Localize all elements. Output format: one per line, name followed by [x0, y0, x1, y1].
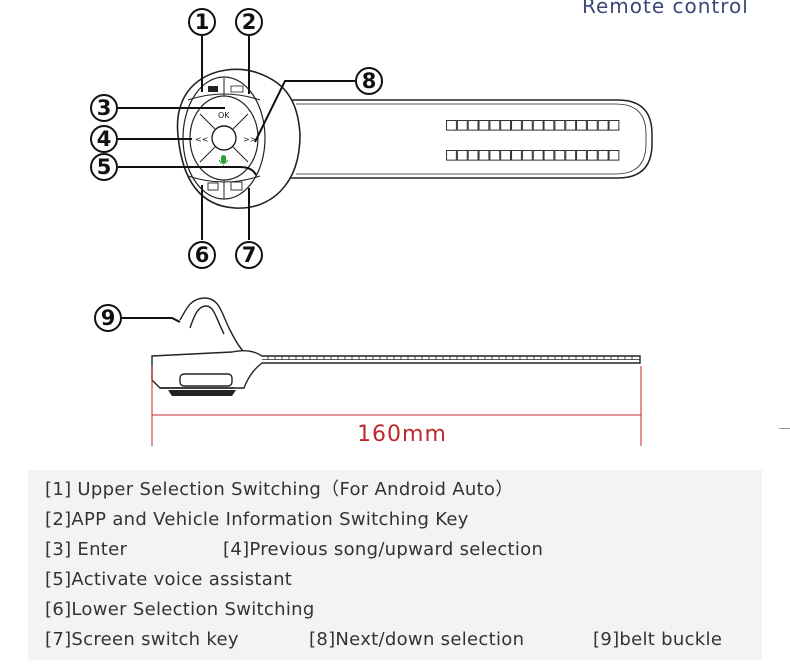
- edge-marker: [779, 428, 790, 429]
- side-view: [151, 297, 641, 396]
- page-title: Remote control: [582, 0, 749, 18]
- legend-item-4: [4]Previous song/upward selection: [223, 539, 544, 560]
- callout-8: 8: [355, 67, 383, 95]
- legend-item-9: [9]belt buckle: [593, 629, 723, 650]
- callout-1-label: 1: [195, 10, 210, 34]
- callout-6-label: 6: [195, 243, 210, 267]
- callout-8-label: 8: [362, 69, 377, 93]
- legend-item-5: [5]Activate voice assistant: [45, 569, 293, 590]
- legend-item-2: [2]APP and Vehicle Information Switching…: [45, 509, 469, 530]
- legend-item-8: [8]Next/down selection: [309, 629, 525, 650]
- side-body-outline: [151, 349, 641, 389]
- belt-buckle-outline: [179, 297, 245, 353]
- upper-selection-icon: [208, 86, 218, 92]
- strap-notches: [267, 356, 633, 360]
- legend-item-6: [6]Lower Selection Switching: [45, 599, 315, 620]
- ok-center-ring: [211, 125, 237, 151]
- callout-3-label: 3: [97, 96, 112, 120]
- callout-7-label: 7: [242, 243, 257, 267]
- callout-6: 6: [188, 241, 216, 269]
- screen-switch-icon: [230, 181, 243, 191]
- strap-text-row-2: □□□□□□□□□□□□□□□□: [446, 144, 620, 165]
- callout-2: 2: [235, 8, 263, 36]
- ok-key-label: OK: [218, 111, 230, 120]
- legend-item-1: [1] Upper Selection Switching（For Androi…: [45, 479, 514, 500]
- remote-control-diagram: □□□□□□□□□□□□□□□□ □□□□□□□□□□□□□□□□ OK << …: [90, 8, 653, 447]
- callout-1: 1: [188, 8, 216, 36]
- next-key-label: >>: [243, 135, 256, 144]
- callout-4: 4: [90, 125, 118, 153]
- callout-2-label: 2: [242, 10, 257, 34]
- strap-outline: [281, 99, 653, 179]
- callout-5: 5: [90, 153, 118, 181]
- legend-item-3: [3] Enter: [45, 539, 128, 560]
- strap-text-row-1: □□□□□□□□□□□□□□□□: [446, 114, 620, 135]
- callout-3: 3: [90, 94, 118, 122]
- legend-panel: [1] Upper Selection Switching（For Androi…: [28, 470, 762, 660]
- dimension-line: [151, 366, 642, 446]
- legend-item-7: [7]Screen switch key: [45, 629, 239, 650]
- callout-4-label: 4: [97, 127, 112, 151]
- remote-head-outline: [176, 68, 301, 209]
- side-base-grip: [168, 390, 236, 396]
- callout-9: 9: [94, 304, 122, 332]
- prev-key-label: <<: [195, 135, 208, 144]
- callout-9-label: 9: [101, 306, 116, 330]
- lower-selection-icon: [207, 182, 219, 191]
- app-info-icon: [230, 85, 244, 93]
- dimension-label: 160mm: [357, 422, 447, 447]
- callout-5-label: 5: [97, 155, 112, 179]
- callout-7: 7: [235, 241, 263, 269]
